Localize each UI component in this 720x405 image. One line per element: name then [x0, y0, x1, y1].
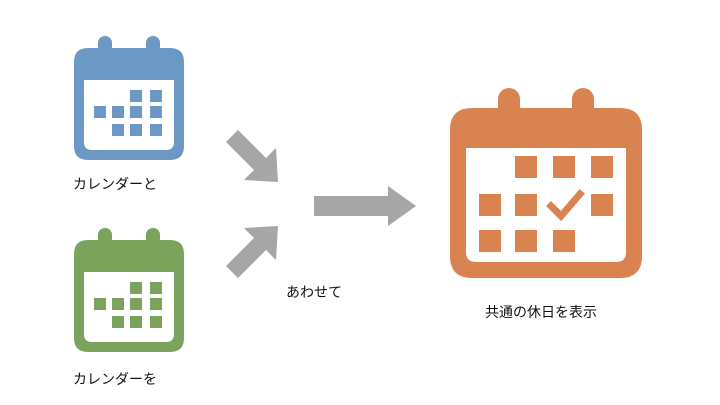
result-label: 共通の休日を表示 [485, 305, 597, 321]
checkmark-icon [546, 189, 585, 222]
arrow-right-icon [314, 186, 416, 226]
merge-label: あわせて [286, 285, 342, 301]
arrow-up-right-icon [226, 226, 278, 278]
calendar-b-label: カレンダーを [73, 372, 157, 388]
arrow-down-right-icon [226, 130, 278, 182]
calendar-a-label: カレンダーと [73, 177, 157, 193]
blue-calendar-icon [74, 36, 184, 160]
green-calendar-icon [74, 228, 184, 352]
orange-calendar-check-icon [450, 88, 642, 278]
